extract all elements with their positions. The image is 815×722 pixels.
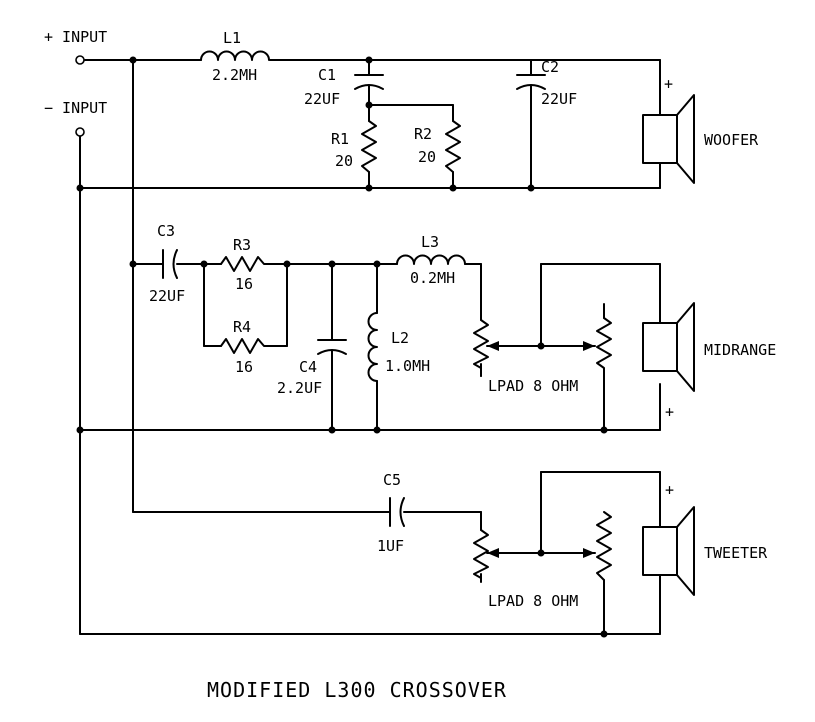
midrange-speaker-icon [642, 302, 695, 392]
c2-value: 22UF [541, 90, 577, 108]
r1-ref: R1 [331, 130, 349, 148]
midrange-polarity: + [665, 403, 674, 421]
c5-ref: C5 [383, 471, 401, 489]
woofer-polarity: + [664, 75, 673, 93]
tweeter-polarity: + [665, 481, 674, 499]
negative-input-terminal [75, 127, 85, 137]
c4-ref: C4 [299, 358, 317, 376]
midrange-label: MIDRANGE [704, 341, 776, 359]
c3-ref: C3 [157, 222, 175, 240]
negative-input-label: − INPUT [44, 99, 107, 117]
tweeter-lpad [473, 511, 612, 581]
l1-inductor [200, 50, 270, 61]
l2-inductor [367, 263, 378, 431]
r1-value: 20 [335, 152, 353, 170]
midrange-lpad [473, 303, 612, 377]
r3-resistor [220, 256, 270, 272]
l1-ref: L1 [223, 29, 241, 47]
tweeter-section-wiring [79, 471, 661, 635]
c5-capacitor [389, 497, 405, 527]
r2-ref: R2 [414, 125, 432, 143]
c2-capacitor [516, 59, 546, 189]
l3-ref: L3 [421, 233, 439, 251]
r2-value: 20 [418, 148, 436, 166]
l3-value: 0.2MH [410, 269, 455, 287]
r2-resistor [445, 104, 461, 189]
r4-value: 16 [235, 358, 253, 376]
l2-ref: L2 [391, 329, 409, 347]
r3-value: 16 [235, 275, 253, 293]
lpad-mid-label: LPAD 8 OHM [488, 377, 578, 395]
c1-capacitor [354, 59, 454, 106]
tweeter-speaker-icon [642, 506, 695, 596]
c1-value: 22UF [304, 90, 340, 108]
r4-ref: R4 [233, 318, 251, 336]
c1-ref: C1 [318, 66, 336, 84]
tweeter-label: TWEETER [704, 544, 768, 562]
junction-dots [76, 56, 608, 638]
c3-capacitor [162, 249, 178, 279]
woofer-speaker-icon [642, 94, 695, 184]
r3-ref: R3 [233, 236, 251, 254]
l3-inductor [396, 254, 466, 265]
lpad-tweeter-label: LPAD 8 OHM [488, 592, 578, 610]
woofer-label: WOOFER [704, 131, 759, 149]
c4-value: 2.2UF [277, 379, 322, 397]
c2-ref: C2 [541, 58, 559, 76]
l1-value: 2.2MH [212, 66, 257, 84]
positive-input-label: + INPUT [44, 28, 107, 46]
c5-value: 1UF [377, 537, 404, 555]
c3-value: 22UF [149, 287, 185, 305]
r1-resistor [361, 104, 377, 189]
positive-input-terminal [75, 55, 85, 65]
r4-resistor [220, 338, 270, 354]
c4-capacitor [317, 263, 347, 431]
l2-value: 1.0MH [385, 357, 430, 375]
diagram-title: MODIFIED L300 CROSSOVER [207, 678, 507, 702]
